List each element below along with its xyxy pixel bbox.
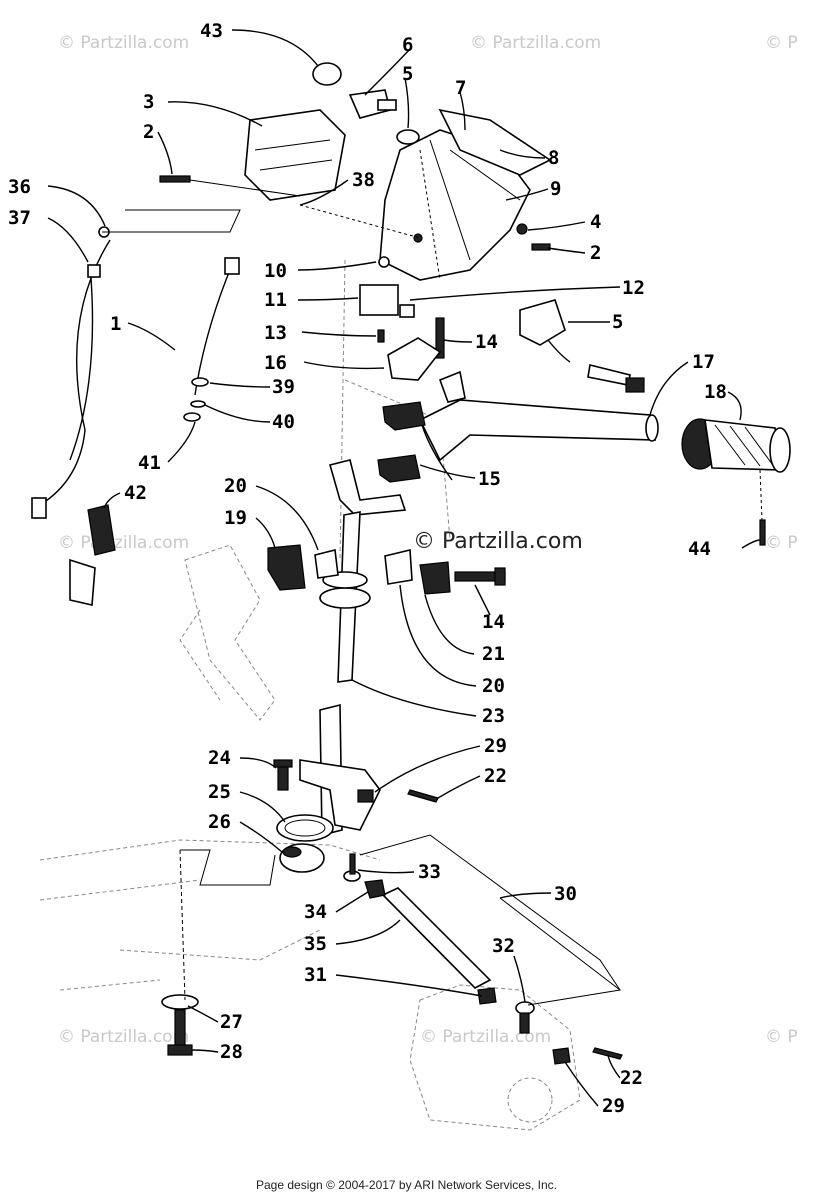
small-washers xyxy=(183,377,209,422)
label-24: 24 xyxy=(208,747,231,769)
label-20: 20 xyxy=(224,475,247,497)
label-22: 22 xyxy=(484,765,507,787)
label-30: 30 xyxy=(554,883,577,905)
watermark-top-right: © P xyxy=(765,33,798,53)
label-42: 42 xyxy=(124,482,147,504)
label-33: 33 xyxy=(418,861,441,883)
label-37: 37 xyxy=(8,207,31,229)
handlebar-clamps xyxy=(377,401,426,483)
watermark-mid-left: © Partzilla.com xyxy=(58,533,189,553)
watermark-mid-right: © P xyxy=(765,533,798,553)
label-39: 39 xyxy=(272,376,295,398)
label-5: 5 xyxy=(402,63,413,85)
speedometer xyxy=(244,109,346,201)
grip-cover xyxy=(69,504,116,606)
label-14b: 14 xyxy=(482,611,505,633)
watermark-bottom-left: © Partzilla.com xyxy=(58,1027,189,1047)
handlebar xyxy=(418,399,791,546)
label-19: 19 xyxy=(224,507,247,529)
label-27: 27 xyxy=(220,1011,243,1033)
label-16: 16 xyxy=(264,352,287,374)
footer-copyright: Page design © 2004-2017 by ARI Network S… xyxy=(255,1178,557,1192)
label-3: 3 xyxy=(143,91,154,113)
label-34: 34 xyxy=(304,901,327,923)
label-5b: 5 xyxy=(612,311,623,333)
label-17: 17 xyxy=(692,351,715,373)
label-12: 12 xyxy=(622,277,645,299)
label-35: 35 xyxy=(304,933,327,955)
label-22b: 22 xyxy=(620,1067,643,1089)
label-2: 2 xyxy=(143,121,154,143)
post-bushings xyxy=(267,544,451,595)
center-watermark: © Partzilla.com xyxy=(413,529,583,554)
label-4: 4 xyxy=(590,211,601,233)
watermark-top-left: © Partzilla.com xyxy=(58,33,189,53)
right-switch xyxy=(519,299,645,393)
label-11: 11 xyxy=(264,289,287,311)
label-29: 29 xyxy=(484,735,507,757)
label-23: 23 xyxy=(482,705,505,727)
label-44: 44 xyxy=(688,538,711,560)
switch-bits xyxy=(359,256,415,343)
watermark-bottom-center: © Partzilla.com xyxy=(420,1027,551,1047)
cables xyxy=(31,226,240,519)
frame-ghost-outline xyxy=(39,259,581,1131)
label-14: 14 xyxy=(475,331,498,353)
label-40: 40 xyxy=(272,411,295,433)
bottom-bolt xyxy=(161,994,199,1056)
label-1: 1 xyxy=(110,313,121,335)
tie-rod xyxy=(343,853,623,1065)
label-41: 41 xyxy=(138,452,161,474)
label-21: 21 xyxy=(482,643,505,665)
steering-post xyxy=(319,459,407,683)
key-and-switch-parts xyxy=(312,62,420,145)
leader-lines xyxy=(47,29,763,1107)
steering-arm-assembly xyxy=(273,703,439,873)
label-10: 10 xyxy=(264,260,287,282)
label-15: 15 xyxy=(478,468,501,490)
label-13: 13 xyxy=(264,322,287,344)
label-31: 31 xyxy=(304,964,327,986)
label-8: 8 xyxy=(548,147,559,169)
label-18: 18 xyxy=(704,381,727,403)
label-38: 38 xyxy=(352,169,375,191)
fasteners-top xyxy=(159,175,551,251)
label-32: 32 xyxy=(492,935,515,957)
label-20b: 20 xyxy=(482,675,505,697)
label-28: 28 xyxy=(220,1041,243,1063)
label-6: 6 xyxy=(402,34,413,56)
watermark-top-center: © Partzilla.com xyxy=(470,33,601,53)
watermark-bottom-right: © P xyxy=(765,1027,798,1047)
label-36: 36 xyxy=(8,176,31,198)
label-7: 7 xyxy=(455,77,466,99)
label-25: 25 xyxy=(208,781,231,803)
bracket-and-bolt xyxy=(387,317,466,403)
label-9: 9 xyxy=(550,178,561,200)
label-2b: 2 xyxy=(590,242,601,264)
label-29b: 29 xyxy=(602,1095,625,1117)
horizontal-bolt xyxy=(454,567,506,586)
label-43: 43 xyxy=(200,20,223,42)
part-labels: 43 6 5 7 3 2 8 9 36 38 37 4 2 10 12 11 5… xyxy=(8,20,727,1117)
label-26: 26 xyxy=(208,811,231,833)
